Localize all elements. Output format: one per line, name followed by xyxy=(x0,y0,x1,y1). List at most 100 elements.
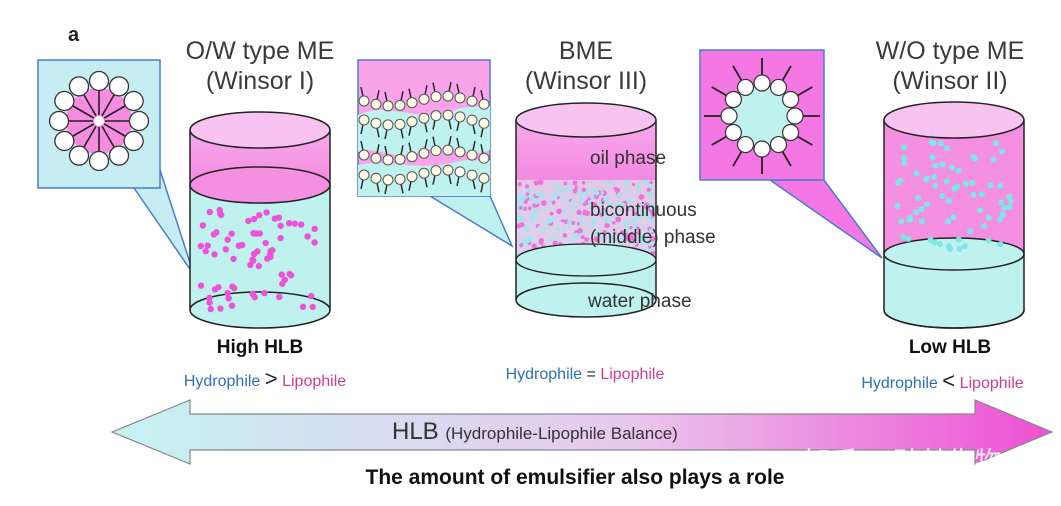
water-droplet xyxy=(918,218,925,225)
wo-relation-lipophile: Lipophile xyxy=(959,375,1024,392)
bicontinuous-speckle xyxy=(553,182,559,189)
bicontinuous-speckle xyxy=(539,192,546,198)
bicontinuous-speckle xyxy=(580,235,585,240)
water-phase-label: water phase xyxy=(588,291,692,312)
bicontinuous-speckle xyxy=(552,192,558,199)
water-droplet xyxy=(951,185,958,192)
surfactant-tail xyxy=(71,123,95,138)
surfactant-head xyxy=(418,147,430,159)
bicontinuous-speckle xyxy=(573,206,578,211)
watermark: 知乎 @硅基生物 xyxy=(804,447,1002,478)
panel-label: a xyxy=(68,24,80,46)
surfactant-head xyxy=(406,116,418,128)
hlb-arrow-label-main: HLB xyxy=(392,418,439,445)
surfactant-head xyxy=(478,98,490,110)
bicontinuous-speckle xyxy=(612,231,617,235)
surfactant-head xyxy=(128,110,150,132)
bicontinuous-speckle xyxy=(576,209,582,216)
bicontinuous-speckle xyxy=(603,195,610,202)
surfactant-head xyxy=(781,123,800,142)
bicontinuous-speckle xyxy=(605,217,611,223)
water-droplet xyxy=(918,206,925,213)
bme-cylinder xyxy=(515,102,657,318)
surfactant-head xyxy=(370,117,382,129)
bicontinuous-speckle xyxy=(606,201,613,208)
surfactant-head xyxy=(108,76,130,97)
bicontinuous-speckle xyxy=(584,237,590,243)
oil-droplet xyxy=(213,229,220,236)
water-droplet xyxy=(949,164,956,171)
surfactant-head xyxy=(442,109,454,121)
water-droplet xyxy=(930,140,937,147)
bicontinuous-speckle xyxy=(645,237,649,242)
bicontinuous-speckle xyxy=(582,209,587,214)
surfactant-head xyxy=(68,145,90,166)
water-droplet xyxy=(924,175,931,182)
bicontinuous-speckle xyxy=(649,204,655,211)
bme-relation-operator: = xyxy=(586,366,596,383)
bicontinuous-speckle xyxy=(560,219,565,223)
water-droplet xyxy=(945,197,952,204)
surfactant-head xyxy=(123,90,144,112)
water-droplet xyxy=(898,218,905,225)
oil-droplet xyxy=(286,270,293,278)
oil-droplet xyxy=(262,239,269,247)
surfactant-head xyxy=(358,114,370,126)
surfactant-head xyxy=(418,167,430,179)
oil-droplet xyxy=(216,206,223,214)
water-droplet xyxy=(962,180,969,187)
ow-relation-lipophile: Lipophile xyxy=(282,373,347,390)
oil-droplet xyxy=(281,276,289,283)
bicontinuous-speckle xyxy=(537,225,541,230)
oil-droplet xyxy=(245,217,252,225)
water-droplet xyxy=(943,145,950,152)
surfactant-tail xyxy=(711,135,728,146)
surfactant-head xyxy=(406,171,418,183)
bicontinuous-speckle xyxy=(563,181,568,186)
bicontinuous-speckle xyxy=(646,239,653,246)
surfactant-head xyxy=(478,152,490,164)
surfactant-tail xyxy=(82,125,97,149)
water-droplet xyxy=(927,236,934,243)
surfactant-head xyxy=(478,117,490,129)
bicontinuous-speckle xyxy=(639,237,644,242)
bicontinuous-speckle xyxy=(561,187,567,193)
bicontinuous-speckle xyxy=(567,186,573,192)
surfactant-head xyxy=(88,150,110,172)
bicontinuous-speckle xyxy=(578,197,583,202)
surfactant-head xyxy=(370,98,382,110)
oil-droplet xyxy=(207,305,214,313)
oil-droplet xyxy=(211,286,219,293)
oil-droplet xyxy=(230,255,237,263)
surfactant-head xyxy=(736,78,755,97)
bicontinuous-speckle xyxy=(642,179,648,185)
bicontinuous-speckle xyxy=(601,209,607,215)
ow-title-line1: O/W type ME xyxy=(185,37,335,65)
bicontinuous-speckle xyxy=(525,192,530,197)
surfactant-head xyxy=(370,172,382,184)
oil-droplet xyxy=(217,305,224,312)
ow-relation: Hydrophile > Lipophile xyxy=(140,366,390,392)
bicontinuous-speckle xyxy=(624,236,628,240)
surfactant-head xyxy=(54,90,75,112)
bicontinuous-speckle xyxy=(638,232,645,239)
bicontinuous-speckle xyxy=(649,235,656,242)
bicontinuous-speckle xyxy=(578,191,584,197)
surfactant-head xyxy=(358,169,370,181)
water-droplet xyxy=(990,156,997,163)
oil-droplet xyxy=(250,215,258,223)
bicontinuous-speckle xyxy=(549,237,554,242)
bicontinuous-speckle xyxy=(531,243,537,249)
water-droplet xyxy=(981,223,988,230)
surfactant-head xyxy=(466,95,478,107)
surfactant-head xyxy=(382,100,394,112)
bicontinuous-speckle xyxy=(518,206,523,210)
oil-droplet xyxy=(304,233,311,240)
surfactant-head xyxy=(430,91,442,103)
bicontinuous-speckle xyxy=(623,220,630,227)
surfactant-head xyxy=(406,151,418,163)
surfactant-head xyxy=(454,92,466,104)
bicontinuous-speckle xyxy=(594,189,600,195)
